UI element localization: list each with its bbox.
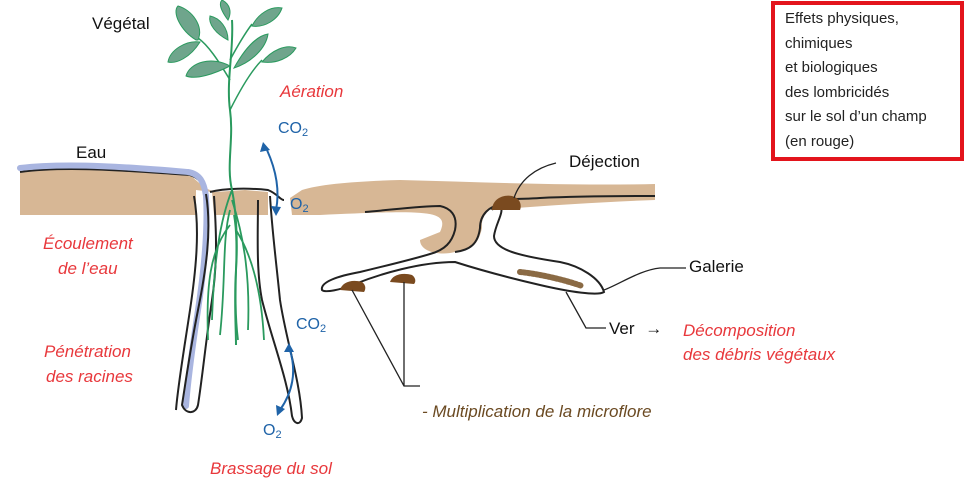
ecoulement-label-line2: de l’eau [58,258,118,280]
leader-galerie [604,268,686,290]
info-line-2: chimiques [785,32,960,57]
gas-arrow-bottom-head-up [284,343,294,352]
worm [520,272,582,286]
arrow-icon: → [645,319,662,338]
leader-ver [566,292,606,328]
co2-label-bottom: CO2 [296,316,326,335]
gas-arrow-bottom-head-down [276,405,285,416]
leaf-6 [220,0,230,20]
penetration-label-line1: Pénétration [44,341,131,363]
galerie-label: Galerie [689,256,744,278]
info-line-6: (en rouge) [785,130,960,155]
aeration-label: Aération [280,81,343,103]
o2-label-bottom: O2 [263,422,282,441]
microflore-label: - Multiplication de la microflore [422,401,652,423]
info-box: Effets physiques, chimiques et biologiqu… [771,1,964,161]
leaf-2 [168,42,200,63]
leaf-3 [186,61,230,77]
brassage-label: Brassage du sol [210,458,332,480]
leaf-7 [262,47,296,63]
vegetal-label: Végétal [92,13,150,35]
leaf-1 [176,6,200,40]
dejection-burrow-2 [390,274,415,284]
decomposition-label-line2: des débris végétaux [683,344,835,366]
decomposition-label-line1: Décomposition [683,320,795,342]
gas-arrow-bottom [280,350,293,410]
eau-label: Eau [76,142,106,164]
info-line-4: des lombricidés [785,81,960,106]
ver-label: Ver → [609,318,662,340]
leaf-8 [210,16,228,40]
gas-arrow-top-head-up [260,142,270,152]
info-line-3: et biologiques [785,56,960,81]
info-line-5: sur le sol d’un champ [785,105,960,130]
leaf-5 [252,8,282,27]
info-line-1: Effets physiques, [785,7,960,32]
penetration-label-line2: des racines [46,366,133,388]
leader-enrichment [352,282,420,386]
ver-text: Ver [609,319,635,338]
leaf-4 [234,34,268,68]
co2-label-top: CO2 [278,120,308,139]
o2-label-top: O2 [290,196,309,215]
dejection-label: Déjection [569,151,640,173]
ecoulement-label-line1: Écoulement [43,233,133,255]
